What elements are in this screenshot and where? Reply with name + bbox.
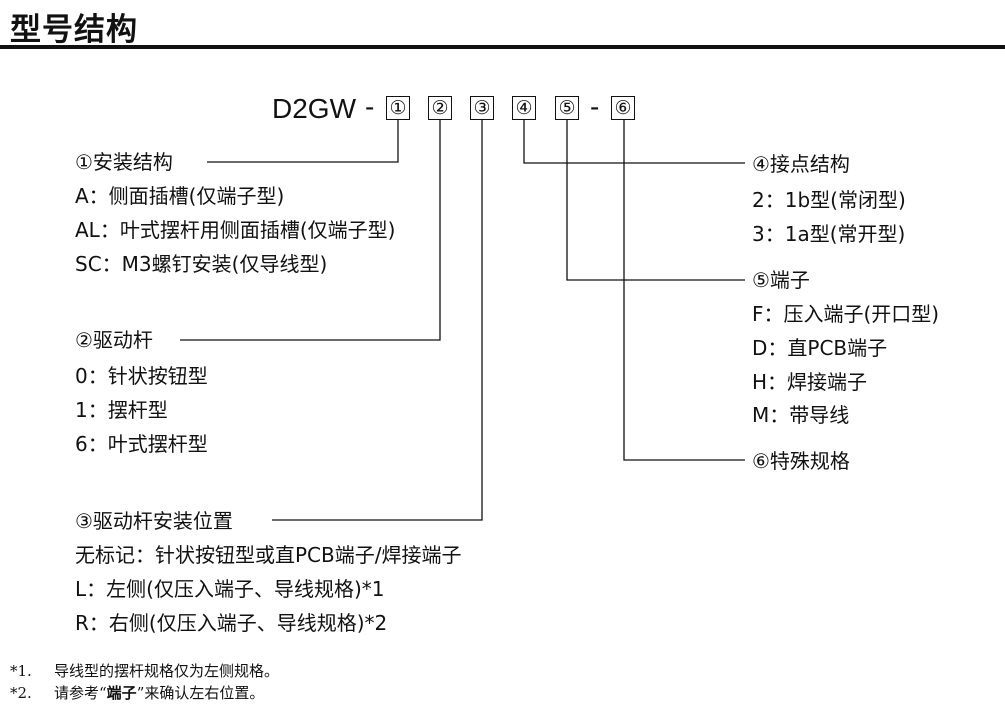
title-rule bbox=[0, 45, 1005, 49]
connector-4 bbox=[523, 120, 745, 164]
section-4-item: 2：1b型(常闭型) bbox=[752, 188, 906, 212]
section-2-item: 0：针状按钮型 bbox=[75, 364, 208, 388]
footnote-mark: *1. bbox=[10, 662, 32, 680]
section-4-heading: ④接点结构 bbox=[752, 152, 850, 176]
model-separator: - bbox=[365, 91, 375, 122]
connector-1 bbox=[207, 120, 399, 163]
connector-6 bbox=[623, 120, 745, 461]
connector-5 bbox=[566, 120, 745, 281]
section-3-item: R：右侧(仅压入端子、导线规格)*2 bbox=[75, 611, 388, 635]
code-box-4: ④ bbox=[512, 96, 536, 120]
connector-3 bbox=[272, 120, 483, 521]
section-2-item: 1：摆杆型 bbox=[75, 398, 168, 422]
section-2-item: 6：叶式摆杆型 bbox=[75, 432, 208, 456]
section-1-heading: ①安装结构 bbox=[75, 150, 173, 174]
section-4-item: 3：1a型(常开型) bbox=[752, 222, 906, 246]
section-3-item: 无标记：针状按钮型或直PCB端子/焊接端子 bbox=[75, 543, 462, 567]
code-box-2: ② bbox=[428, 96, 452, 120]
footnote-mark: *2. bbox=[10, 684, 32, 702]
page-title: 型号结构 bbox=[10, 12, 138, 48]
code-box-3: ③ bbox=[470, 96, 494, 120]
model-separator: - bbox=[590, 91, 600, 122]
section-5-heading: ⑤端子 bbox=[752, 268, 810, 292]
section-1-item: SC：M3螺钉安装(仅导线型) bbox=[75, 252, 328, 276]
footnote-text: 导线型的摆杆规格仅为左侧规格。 bbox=[54, 662, 280, 680]
code-box-1: ① bbox=[386, 96, 410, 120]
footnote: *2. 请参考“端子”来确认左右位置。 bbox=[10, 682, 264, 703]
section-3-item: L：左侧(仅压入端子、导线规格)*1 bbox=[75, 577, 385, 601]
section-6-heading: ⑥特殊规格 bbox=[752, 449, 850, 473]
section-5-item: H：焊接端子 bbox=[752, 370, 868, 394]
section-5-item: M：带导线 bbox=[752, 403, 850, 427]
connector-2 bbox=[180, 120, 441, 341]
code-box-5: ⑤ bbox=[555, 96, 579, 120]
footnote-emphasis: 端子 bbox=[106, 684, 137, 702]
footnote: *1. 导线型的摆杆规格仅为左侧规格。 bbox=[10, 660, 279, 681]
model-code: D2GW bbox=[272, 91, 356, 127]
section-1-item: A：侧面插槽(仅端子型) bbox=[75, 184, 285, 208]
section-3-heading: ③驱动杆安装位置 bbox=[75, 509, 233, 533]
section-1-item: AL：叶式摆杆用侧面插槽(仅端子型) bbox=[75, 218, 396, 242]
section-5-item: D：直PCB端子 bbox=[752, 336, 888, 360]
model-prefix: D2GW bbox=[272, 93, 356, 124]
footnote-text: 请参考“ bbox=[54, 684, 107, 702]
footnote-text: ”来确认左右位置。 bbox=[136, 684, 265, 702]
section-5-item: F：压入端子(开口型) bbox=[752, 302, 940, 326]
code-box-6: ⑥ bbox=[611, 96, 635, 120]
section-2-heading: ②驱动杆 bbox=[75, 328, 153, 352]
